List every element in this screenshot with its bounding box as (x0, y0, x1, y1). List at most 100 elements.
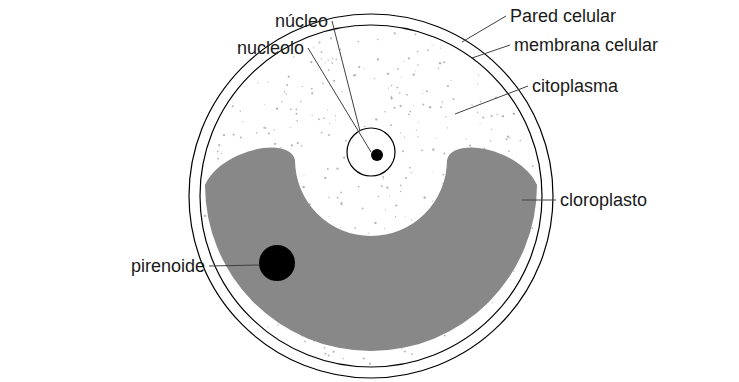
speckle (303, 175, 304, 176)
speckle (281, 101, 283, 103)
speckle (477, 84, 478, 85)
leader-line (472, 45, 510, 58)
speckle (377, 39, 379, 41)
speckle (491, 115, 493, 117)
speckle (390, 97, 392, 99)
speckle (285, 93, 286, 94)
speckle (492, 302, 493, 303)
speckle (519, 140, 521, 142)
speckle (451, 80, 452, 81)
speckle (509, 137, 510, 138)
speckle (400, 105, 402, 107)
part-label: citoplasma (532, 75, 618, 97)
speckle (337, 197, 339, 199)
speckle (274, 143, 276, 145)
speckle (447, 127, 448, 128)
speckle (432, 45, 433, 46)
speckle (327, 60, 328, 61)
speckle (480, 101, 482, 103)
speckle (442, 101, 443, 102)
speckle (399, 92, 401, 94)
speckle (401, 76, 402, 77)
speckle (443, 61, 445, 63)
part-label: membrana celular (514, 34, 658, 56)
speckle (296, 120, 298, 122)
speckle (436, 138, 437, 139)
part-label: Pared celular (510, 5, 616, 27)
speckle (532, 165, 534, 167)
speckle (445, 116, 447, 118)
speckle (311, 88, 313, 90)
speckle (381, 185, 383, 187)
speckle (507, 136, 509, 138)
part-label: pirenoide (131, 255, 205, 277)
speckle (368, 232, 369, 233)
leader-lines (209, 16, 556, 266)
speckle (268, 132, 270, 134)
speckle (506, 138, 508, 140)
speckle (402, 150, 404, 152)
speckle (400, 191, 402, 193)
speckle (240, 136, 242, 138)
speckle (263, 127, 265, 129)
speckle (324, 62, 325, 63)
speckle (311, 92, 313, 94)
speckle (276, 107, 278, 109)
speckle (400, 132, 401, 133)
speckle (390, 124, 392, 126)
speckle (257, 82, 258, 83)
speckle (406, 94, 408, 96)
speckle (502, 115, 504, 117)
speckle (394, 32, 396, 34)
speckle (223, 134, 225, 136)
speckle (404, 350, 406, 352)
speckle (422, 103, 424, 105)
speckle (221, 153, 222, 154)
speckle (447, 85, 449, 87)
speckle (345, 140, 347, 142)
speckle (409, 111, 411, 113)
speckle (443, 153, 445, 155)
speckle (374, 222, 376, 224)
speckle (354, 74, 356, 76)
speckle (382, 176, 384, 178)
cell-membrane (200, 25, 542, 367)
speckle (313, 47, 314, 48)
speckle (331, 62, 333, 64)
speckle (304, 341, 306, 343)
speckle (417, 51, 419, 53)
speckle (480, 123, 481, 124)
leader-line (522, 200, 556, 201)
speckle (438, 68, 439, 69)
speckle (332, 58, 333, 59)
speckle (324, 347, 326, 349)
speckle (395, 204, 397, 206)
speckle (391, 85, 393, 87)
speckle (296, 109, 298, 111)
speckle (232, 133, 234, 135)
speckle (369, 363, 371, 365)
speckle (444, 335, 446, 337)
speckle (440, 106, 442, 108)
nucleolus-dot (371, 149, 383, 161)
speckle (290, 127, 291, 128)
speckle (384, 228, 385, 229)
speckle (340, 203, 342, 205)
speckle (301, 145, 303, 147)
speckle (358, 186, 360, 188)
leader-line (455, 86, 528, 114)
speckle (439, 62, 441, 64)
speckle (496, 114, 497, 115)
speckle (513, 113, 515, 115)
speckle (417, 136, 418, 137)
speckle (329, 123, 330, 124)
speckle (409, 167, 411, 169)
speckle (324, 353, 326, 355)
speckle (340, 227, 341, 228)
speckle (363, 68, 364, 69)
speckle (405, 94, 406, 95)
speckle (417, 64, 418, 65)
speckle (471, 104, 472, 105)
speckle (288, 76, 290, 78)
speckle (405, 177, 407, 179)
